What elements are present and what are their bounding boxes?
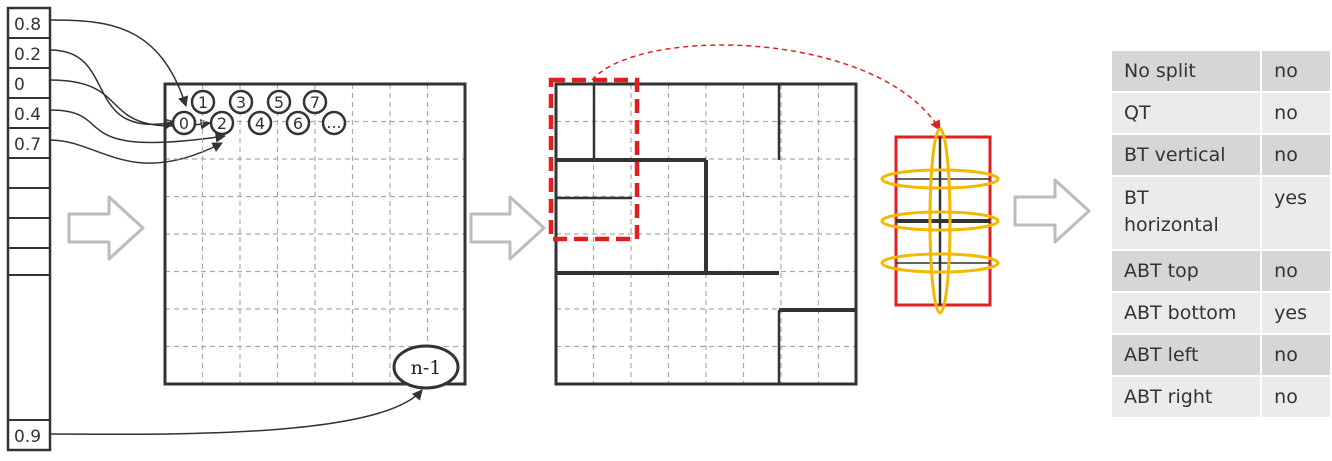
probability-column: 0.8 0.2 0 0.4 0.7 0.9 xyxy=(6,6,52,452)
svg-text:3: 3 xyxy=(236,93,246,112)
partition-lines xyxy=(556,84,855,384)
flow-arrow-2 xyxy=(469,195,546,261)
probability-value: 0.4 xyxy=(14,105,41,125)
svg-text:n-1: n-1 xyxy=(411,357,442,379)
flow-arrow-3 xyxy=(1013,178,1091,244)
node-ellipsis: ... xyxy=(321,110,347,136)
node-row-2: 0 2 4 6 ... xyxy=(171,110,347,136)
svg-text:5: 5 xyxy=(274,93,284,112)
split-allowed-value: no xyxy=(1260,133,1332,177)
split-mode-label: BT horizontal xyxy=(1109,175,1263,251)
split-mode-label: ABT top xyxy=(1109,249,1263,293)
node-7: 7 xyxy=(302,89,328,115)
svg-text:1: 1 xyxy=(198,93,208,112)
split-mode-label: BT vertical xyxy=(1109,133,1263,177)
probability-value: 0.2 xyxy=(14,45,41,65)
svg-text:6: 6 xyxy=(293,114,303,133)
probability-connectors xyxy=(49,19,423,435)
zoom-arrow xyxy=(591,44,941,131)
probability-value: 0.8 xyxy=(14,15,41,35)
split-allowed-value: no xyxy=(1260,91,1332,135)
split-mode-label: ABT right xyxy=(1109,375,1263,419)
split-allowed-value: no xyxy=(1260,375,1332,419)
node-1: 1 xyxy=(190,89,216,115)
split-allowed-value: no xyxy=(1260,333,1332,377)
node-0: 0 xyxy=(171,110,197,136)
split-candidate-ellipses xyxy=(880,127,1000,315)
split-allowed-value: no xyxy=(1260,49,1332,93)
current-block-highlight xyxy=(548,77,640,242)
svg-text:...: ... xyxy=(326,113,341,132)
split-mode-label: No split xyxy=(1109,49,1263,93)
svg-text:0: 0 xyxy=(179,114,189,133)
split-allowed-value: yes xyxy=(1260,291,1332,335)
flow-arrow-1 xyxy=(67,195,145,261)
split-allowed-value: no xyxy=(1260,249,1332,293)
node-row-1: 1 3 5 7 xyxy=(190,89,328,115)
probability-value: 0 xyxy=(14,75,25,95)
split-mode-label: ABT left xyxy=(1109,333,1263,377)
block-grid-1 xyxy=(163,82,467,386)
node-4: 4 xyxy=(247,110,273,136)
block-grid-2 xyxy=(548,77,858,386)
probability-value: 0.7 xyxy=(14,135,41,155)
split-mode-label: QT xyxy=(1109,91,1263,135)
svg-text:7: 7 xyxy=(310,93,320,112)
svg-text:4: 4 xyxy=(255,114,265,133)
split-mode-label: ABT bottom xyxy=(1109,291,1263,335)
zoomed-block xyxy=(880,127,1000,315)
node-last: n-1 xyxy=(392,344,460,390)
node-5: 5 xyxy=(266,89,292,115)
node-2: 2 xyxy=(209,110,235,136)
svg-text:2: 2 xyxy=(217,114,227,133)
node-6: 6 xyxy=(285,110,311,136)
split-allowed-value: yes xyxy=(1260,175,1332,251)
probability-value: 0.9 xyxy=(14,427,41,447)
node-3: 3 xyxy=(228,89,254,115)
